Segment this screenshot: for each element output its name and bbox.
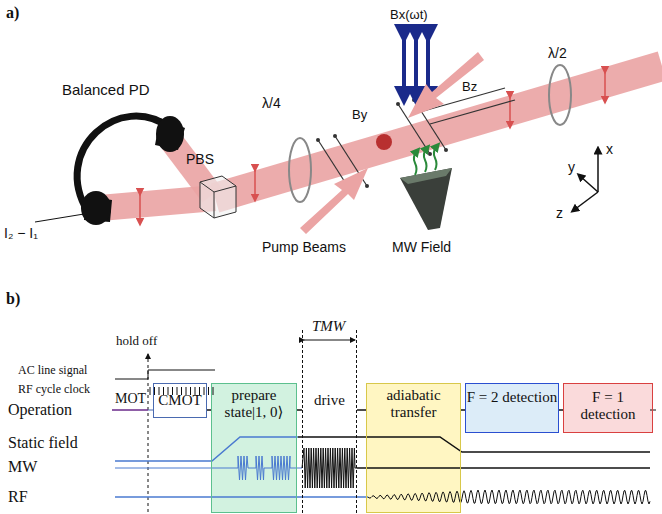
- stage-band: adiabatic transfer: [366, 383, 461, 513]
- band-fill: [366, 383, 461, 513]
- duration-label: TMW: [312, 318, 345, 335]
- band-fill: [563, 383, 653, 433]
- component-label: PBS: [186, 152, 214, 167]
- beam-label: Pump Beams: [262, 240, 346, 255]
- band-fill: [465, 383, 559, 433]
- stage-text: drive: [303, 392, 356, 409]
- row-name: RF: [8, 488, 28, 506]
- stage-text: F = 2 detection: [466, 389, 558, 406]
- stage-text: adiabatic transfer: [367, 387, 460, 420]
- drive-window: drive: [302, 330, 357, 513]
- detector-label: Balanced PD: [62, 82, 150, 99]
- signal-name: AC line signal: [18, 364, 87, 377]
- band-fill: [211, 383, 297, 513]
- stage-label: MOT: [115, 391, 146, 406]
- row-name: MW: [8, 458, 37, 476]
- field-label: Bx(ωt): [390, 8, 428, 22]
- sequence-line: [357, 409, 366, 411]
- stage-text: prepare state|1, 0⟩: [212, 387, 296, 420]
- stage-band: prepare state|1, 0⟩: [211, 383, 297, 513]
- row-name: Operation: [8, 401, 72, 419]
- band-fill: [302, 330, 357, 513]
- row-name: Static field: [8, 434, 78, 452]
- detection-box: F = 2 detection: [465, 383, 559, 433]
- axis-label: y: [568, 160, 575, 175]
- detection-box: F = 1 detection: [563, 383, 653, 433]
- field-label: Bz: [462, 80, 477, 94]
- stage-text: CMOT: [154, 392, 206, 409]
- signal-label: I₂ − I₁: [4, 226, 38, 241]
- band-fill: [153, 383, 207, 418]
- stage-text: F = 1 detection: [564, 389, 652, 422]
- source-label: MW Field: [392, 240, 451, 255]
- waveplate-label: λ/4: [262, 96, 281, 111]
- panel-letter: a): [6, 4, 19, 22]
- panel-letter: b): [6, 290, 20, 308]
- signal-name: RF cycle clock: [18, 383, 90, 396]
- axis-label: z: [556, 206, 563, 221]
- axis-label: x: [606, 142, 613, 157]
- field-label: By: [352, 108, 367, 122]
- waveplate-label: λ/2: [548, 46, 567, 61]
- stage-box: CMOT: [153, 383, 207, 418]
- note-label: hold off: [116, 334, 157, 348]
